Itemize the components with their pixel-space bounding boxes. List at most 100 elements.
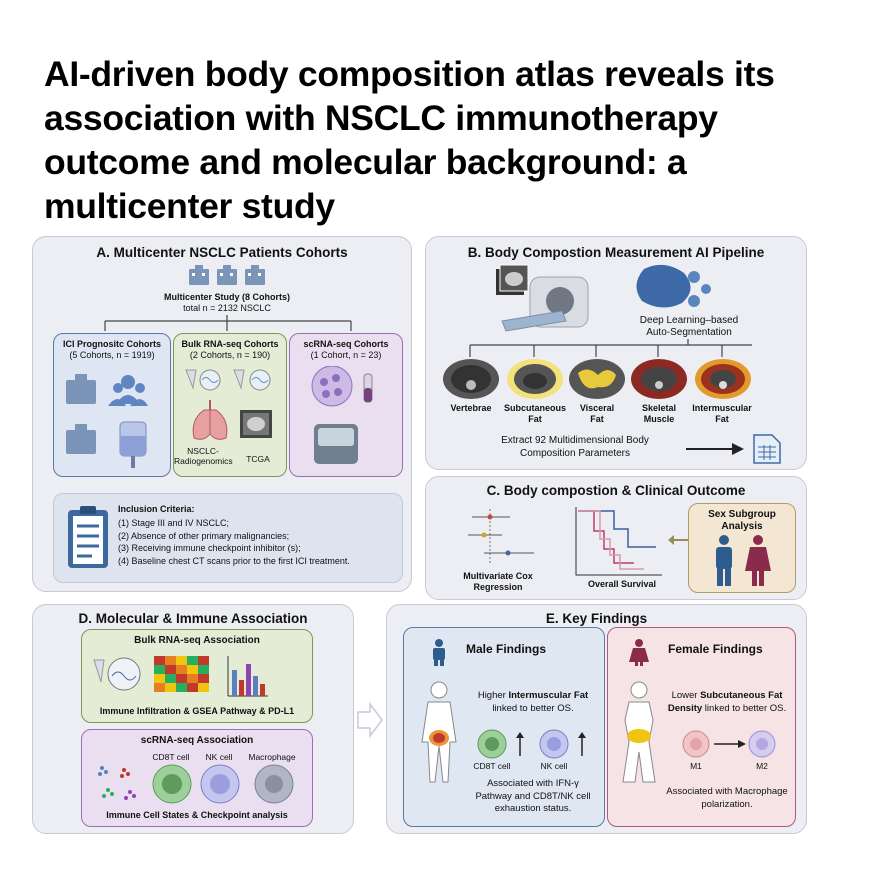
pipeline-connector [469,339,752,357]
ct-scanner-brain-icon [496,264,711,332]
sc-title: scRNA-seq Cohorts [303,339,389,349]
hospital-people-icon [66,374,148,468]
slice-label: Visceral [579,403,615,413]
male-icon [433,639,445,666]
panel-c: C. Body compostion & Clinical Outcome Mu… [425,476,807,600]
ici-title: ICI Prognositc Cohorts [62,339,161,349]
slice-label: Fat [715,414,729,424]
cell-label: Macrophage [248,752,296,762]
panel-e-title: E. Key Findings [545,611,648,626]
female-assoc: Associated with Macrophage polarization. [666,786,788,810]
female-cell-label: M2 [756,761,768,771]
slice-label: Subcutaneous [503,403,566,413]
extract-line-2: Composition Parameters [519,448,631,459]
female-title: Female Findings [668,642,763,656]
bulk-caption: Immune Infiltration & GSEA Pathway & PD-… [99,706,295,716]
male-cell-icons [477,729,586,759]
lung-dna-icon [185,369,272,440]
slice-label: Intermuscular [692,403,752,413]
sc-association-title: scRNA-seq Association [140,735,254,746]
panel-a-title: A. Multicenter NSCLC Patients Cohorts [96,245,348,260]
umap-icon [98,766,136,800]
ct-slices [443,359,751,399]
cell-label: CD8T cell [152,752,190,762]
bulk-association-title: Bulk RNA-seq Association [134,635,260,646]
panel-e: E. Key Findings Male Findings Higher Int… [386,604,807,834]
bulk-title: Bulk RNA-seq Cohorts [181,339,279,349]
arrow-left-icon [668,535,688,545]
nsclc-radiogenomics-label: NSCLC-Radiogenomics [174,446,233,466]
sc-caption: Immune Cell States & Checkpoint analysis [106,810,288,820]
slice-subcutaneous [507,359,563,399]
clipboard-icon [68,506,108,568]
criteria-item: (2) Absence of other primary malignancie… [118,530,290,541]
male-female-icon [716,535,771,586]
dl-label-1: Deep Learning–based [639,315,739,326]
ici-sub: (5 Cohorts, n = 1919) [69,350,155,360]
bulk-association-box: Bulk RNA-seq Association Immune Infiltra… [81,629,313,723]
sc-association-box: scRNA-seq Association CD8T cell NK cell … [81,729,313,827]
female-finding-text: Lower Subcutaneous Fat Density linked to… [662,690,792,715]
sex-subgroup-box: Sex Subgroup Analysis [688,503,796,593]
total-label: total n = 2132 NSCLC [183,303,271,313]
female-text-2: linked to better OS. [702,702,787,714]
criteria-item: (1) Stage III and IV NSCLC; [118,518,230,528]
forest-plot-icon [468,509,534,563]
sex-label-1: Sex Subgroup [708,509,776,520]
male-assoc: Associated with IFN-γ Pathway and CD8T/N… [475,778,591,814]
panel-d-title: D. Molecular & Immune Association [78,611,308,626]
bulk-sub: (2 Cohorts, n = 190) [189,350,271,360]
male-text-1: Higher [477,690,509,701]
sc-sub: (1 Cohort, n = 23) [310,350,382,360]
male-finding-text: Higher Intermuscular Fat linked to bette… [468,690,598,715]
criteria-box: Inclusion Criteria: (1) Stage III and IV… [53,493,403,583]
extract-line-1: Extract 92 Multidimensional Body [501,435,649,446]
female-cell-label: M1 [690,761,702,771]
slice-skeletal-muscle [631,359,687,399]
criteria-item: (3) Receiving immune checkpoint inhibito… [118,543,301,553]
criteria-title: Inclusion Criteria: [118,504,195,514]
cells-sequencer-icon [311,366,373,464]
cox-label-2: Regression [473,582,523,592]
connector-lines [104,315,352,331]
arrow-right-icon [357,702,383,738]
panel-b: B. Body Compostion Measurement AI Pipeli… [425,236,807,470]
panel-a: A. Multicenter NSCLC Patients Cohorts Mu… [32,236,412,592]
os-label: Overall Survival [587,579,657,589]
hospital-icon [189,265,265,285]
female-findings-box: Female Findings Lower Subcutaneous Fat D… [607,627,796,827]
dl-label-2: Auto-Segmentation [646,327,732,338]
arrow-table-icon [686,434,781,464]
bulk-analysis-icons [93,656,268,697]
sex-label-2: Analysis [721,521,763,532]
criteria-list: (1) Stage III and IV NSCLC; (2) Absence … [118,517,350,567]
cell-icons [152,764,294,804]
male-cell-label: CD8T cell [473,761,511,771]
male-body-icon [421,681,457,783]
cox-label-1: Multivariate Cox [463,571,533,581]
male-title: Male Findings [466,642,547,656]
slice-label: Fat [528,414,542,424]
page-title: AI-driven body composition atlas reveals… [44,54,775,226]
slice-vertebrae [443,359,499,399]
macrophage-icons [682,730,776,758]
slice-label: Skeletal [641,403,677,413]
slice-visceral [569,359,625,399]
panel-b-title: B. Body Compostion Measurement AI Pipeli… [467,245,765,260]
survival-curve-icon [575,507,662,576]
panel-d: D. Molecular & Immune Association Bulk R… [32,604,354,834]
male-bold: Intermuscular Fat [508,690,589,701]
male-findings-box: Male Findings Higher Intermuscular Fat l… [403,627,605,827]
ici-cohort-box: ICI Prognositc Cohorts (5 Cohorts, n = 1… [53,333,171,477]
slice-label: Muscle [643,414,675,424]
slice-label: Fat [590,414,604,424]
male-text-2: linked to better OS. [492,702,574,714]
female-icon [629,639,649,666]
tcga-label: TCGA [246,454,270,464]
male-cell-label: NK cell [540,761,568,771]
sc-cohort-box: scRNA-seq Cohorts (1 Cohort, n = 23) [289,333,403,477]
female-body-icon [622,681,656,783]
bulk-cohort-box: Bulk RNA-seq Cohorts (2 Cohorts, n = 190… [173,333,287,477]
slice-intermuscular-fat [695,359,751,399]
female-text-1: Lower [671,690,701,701]
